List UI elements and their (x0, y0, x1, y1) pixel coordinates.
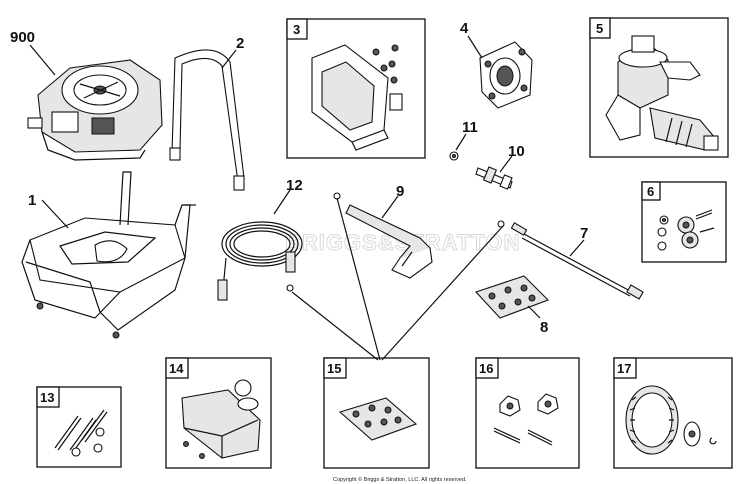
hardware-kit-8-label: 8 (540, 319, 548, 336)
control-panel-part[interactable] (311, 44, 403, 151)
kit-13-label: 13 (40, 390, 54, 405)
pump-mount-part[interactable] (479, 41, 533, 109)
kit-16-part[interactable] (493, 393, 559, 446)
lance-part[interactable] (497, 220, 644, 300)
fuel-tank-part[interactable] (181, 379, 261, 459)
spray-gun-label: 9 (396, 183, 404, 200)
kit-15-box (323, 357, 430, 469)
engine-part[interactable] (27, 59, 163, 161)
kit-6-part[interactable] (657, 209, 715, 251)
kit-15-label: 15 (327, 361, 341, 376)
kit-16-box (475, 357, 580, 469)
fuel-tank-label: 14 (169, 361, 184, 376)
control-panel-label: 3 (293, 22, 300, 37)
nut-11-part[interactable] (449, 151, 459, 161)
hose-part[interactable] (217, 221, 303, 301)
copyright-text: Copyright © Briggs & Stratton, LLC. All … (333, 476, 467, 483)
fuel-tank-box (165, 357, 272, 469)
kit-15-part[interactable] (338, 397, 418, 441)
kit-13-part[interactable] (54, 409, 108, 457)
kit-16-label: 16 (479, 361, 493, 376)
lance-label: 7 (580, 225, 588, 242)
connector-10-label: 10 (508, 143, 525, 160)
control-panel-box (286, 18, 426, 159)
pump-part[interactable] (605, 35, 719, 151)
connector-10-part[interactable] (475, 166, 513, 190)
wheel-label: 17 (617, 361, 631, 376)
spray-gun-part[interactable] (333, 192, 433, 279)
kit-13-box (36, 386, 122, 468)
wheel-box (613, 357, 733, 469)
nut-11-label: 11 (462, 119, 478, 136)
handle-label: 2 (236, 35, 244, 52)
frame-label: 1 (28, 192, 36, 209)
engine-label: 900 (10, 29, 35, 46)
kit-6-box (641, 181, 727, 263)
hardware-kit-8-part[interactable] (475, 275, 549, 319)
frame-part[interactable] (21, 171, 196, 339)
pump-label: 5 (596, 21, 603, 36)
handle-part[interactable] (169, 49, 245, 191)
wheel-part[interactable] (625, 385, 717, 455)
hose-label: 12 (286, 177, 303, 194)
kit-6-label: 6 (647, 184, 654, 199)
pump-box (589, 17, 729, 158)
pump-mount-label: 4 (460, 20, 469, 37)
